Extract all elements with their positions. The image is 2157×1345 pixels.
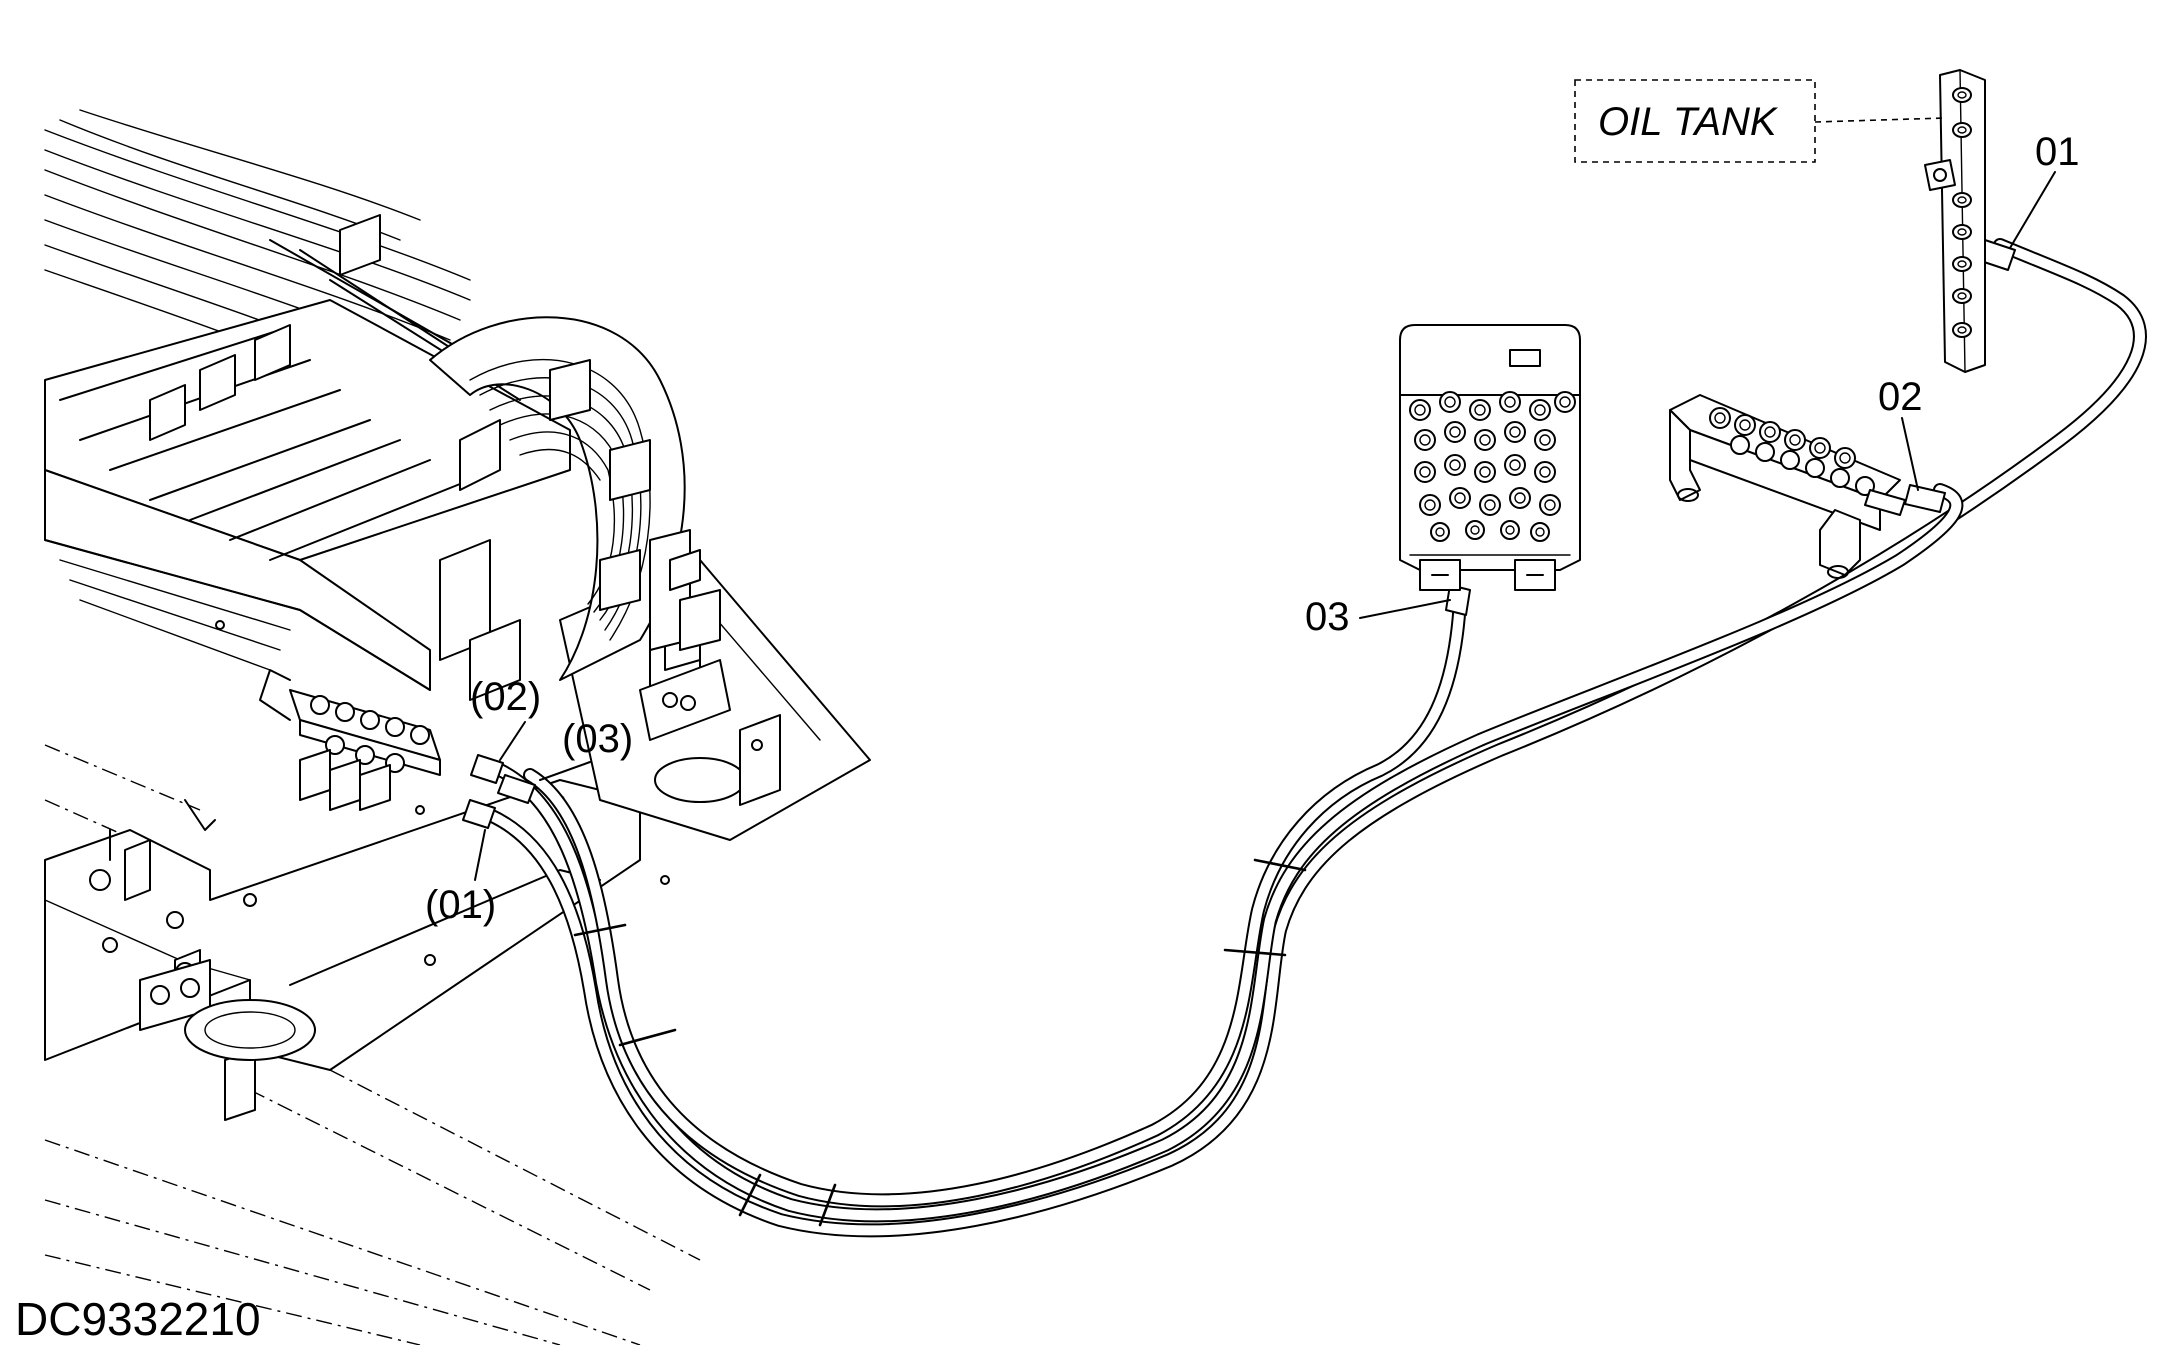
drawing-code: DC9332210 <box>15 1293 261 1345</box>
callout-02-ref: (02) <box>470 675 541 719</box>
fitting-block <box>259 669 441 811</box>
manifold-ports <box>1952 87 1972 338</box>
hose-assemblies <box>462 238 2147 1238</box>
floor-outline <box>44 744 701 1345</box>
callout-02: 02 <box>1878 375 1923 419</box>
distribution-block <box>1669 394 1906 579</box>
frame-plate <box>44 779 670 1121</box>
callout-03: 03 <box>1305 595 1350 639</box>
callout-03-ref: (03) <box>562 717 633 761</box>
callout-01-ref: (01) <box>425 883 496 927</box>
hose-03 <box>523 593 1467 1208</box>
callouts: 01 02 03 (02) (03) (01) <box>425 130 2080 927</box>
control-valve <box>1399 324 1581 591</box>
hose-01 <box>483 238 2147 1238</box>
oil-tank-manifold <box>1924 69 1986 373</box>
oil-tank-callout: OIL TANK <box>1574 79 1946 163</box>
oil-tank-label: OIL TANK <box>1598 100 1779 144</box>
callout-01: 01 <box>2035 130 2080 174</box>
valve-ports <box>1409 391 1576 542</box>
hose-02 <box>493 483 1964 1223</box>
